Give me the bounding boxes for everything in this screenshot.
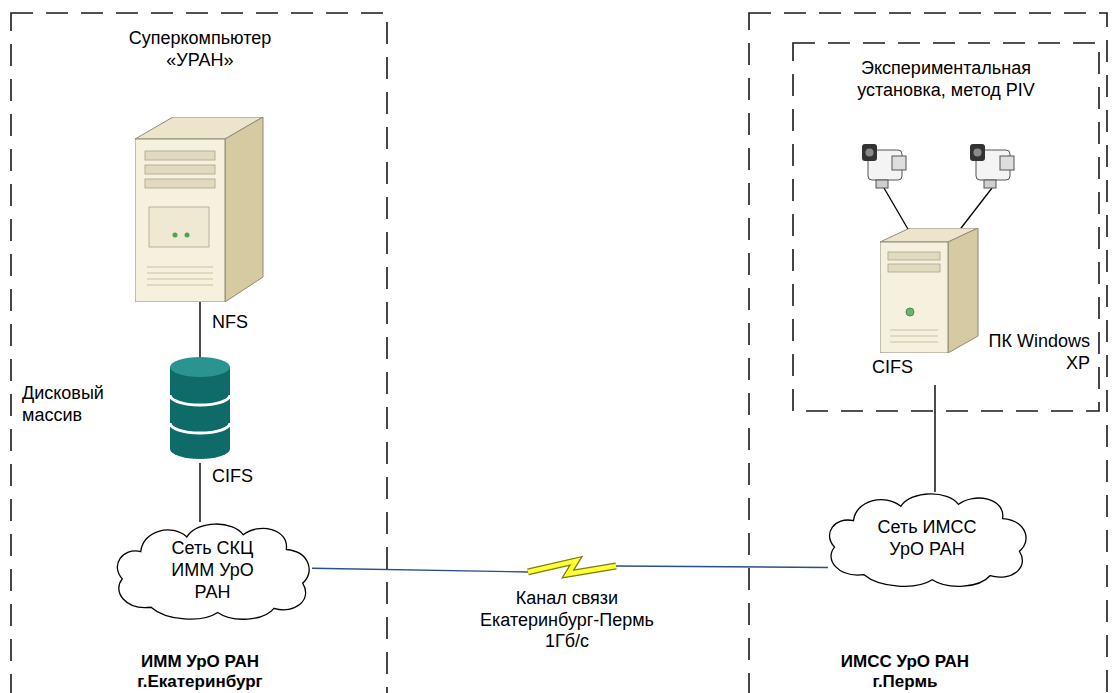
connector-path [199, 302, 200, 359]
site-region: ИМСС УрО РАН г.Пермь Экспериментальная ус… [748, 12, 1108, 693]
region-label: ИММ УрО РАН г.Екатеринбург [125, 652, 275, 693]
connector-label: CIFS [212, 466, 272, 488]
network-cloud: Сеть СКЦ ИММ УрО РАН [110, 518, 315, 623]
node-label: Дисковый массив [22, 383, 130, 426]
cloud-shape [830, 494, 1026, 586]
pc-tower-drawing [880, 228, 980, 353]
camera-icon [862, 144, 906, 188]
disk-array: Дисковый массив [20, 355, 250, 463]
region-label: Экспериментальная установка, метод PIV [842, 58, 1050, 101]
supercomputer-server-drawing [135, 117, 265, 302]
setup-box: Экспериментальная установка, метод PIV ПК… [792, 42, 1100, 412]
node-label: Суперкомпьютер «УРАН» [115, 28, 285, 71]
connector-label: CIFS [872, 357, 928, 379]
region-label: ИМСС УрО РАН г.Пермь [830, 652, 980, 693]
camera-icon [970, 144, 1014, 188]
connector-path [934, 385, 935, 492]
node-label: ПК Windows XP [988, 331, 1090, 374]
connector-label: Канал связи Екатеринбург-Пермь 1Гб/с [478, 588, 656, 653]
disk-array-icon [170, 357, 230, 465]
link-channel [312, 561, 828, 574]
dashed-border [793, 43, 1099, 411]
node-label: Сеть СКЦ ИММ УрО РАН [152, 538, 274, 603]
dashed-border [749, 13, 1107, 693]
connector-label: NFS [212, 312, 272, 334]
node-label: Сеть ИМСС УрО РАН [866, 517, 988, 560]
connector-line [935, 385, 936, 492]
connector-path [199, 463, 200, 522]
disk-array-drawing [170, 357, 230, 461]
lightning-bolt [528, 561, 616, 574]
lightning-outline [528, 561, 616, 574]
connector-path [312, 561, 828, 574]
connector-line [200, 302, 201, 359]
camera-cable [958, 188, 992, 232]
site-region: ИММ УрО РАН г.Екатеринбург Суперкомпьютер… [10, 12, 388, 693]
cloud-shape [117, 524, 309, 619]
pc-tower-icon [880, 228, 980, 357]
connector-line [200, 463, 201, 522]
supercomputer-server: Суперкомпьютер «УРАН» [110, 22, 290, 302]
dashed-border [11, 13, 387, 693]
network-cloud: Сеть ИМСС УрО РАН [822, 488, 1032, 590]
supercomputer-server-icon [135, 117, 265, 306]
